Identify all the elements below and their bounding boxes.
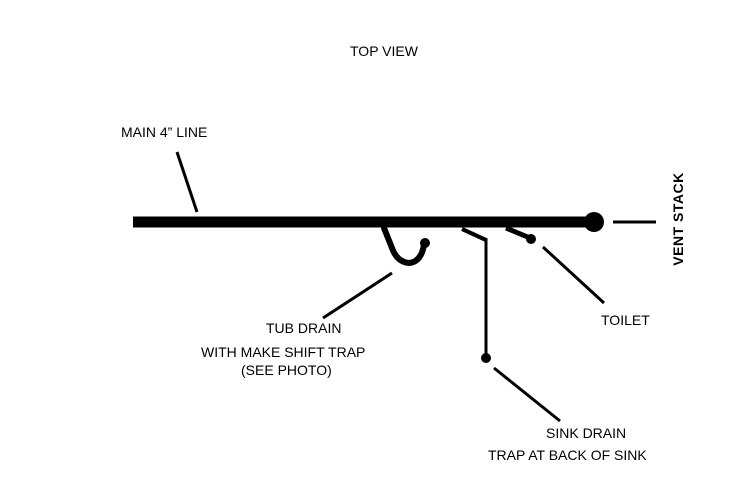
tub-photo-note: (SEE PHOTO) <box>241 362 332 378</box>
sink-drain-label: SINK DRAIN <box>546 425 627 441</box>
tub-trap-end <box>420 238 430 248</box>
tub-trap <box>381 225 427 266</box>
vent-stack-cap <box>584 212 604 232</box>
toilet-leader <box>541 245 606 305</box>
sink-drain-leader <box>493 366 561 423</box>
toilet-branch <box>505 225 531 241</box>
toilet-branch-end <box>526 234 536 244</box>
toilet-label: TOILET <box>601 312 650 328</box>
vent-stack-label: VENT STACK <box>670 172 686 266</box>
tub-drain-label: TUB DRAIN <box>266 320 342 336</box>
sink-drain-end <box>481 353 491 363</box>
main-line-label: MAIN 4” LINE <box>121 124 208 140</box>
sink-trap-note: TRAP AT BACK OF SINK <box>488 447 647 463</box>
diagram-title: TOP VIEW <box>350 43 418 59</box>
sink-drain-branch <box>461 227 487 242</box>
tub-trap-note: WITH MAKE SHIFT TRAP <box>201 344 366 360</box>
main-line-leader <box>175 151 199 213</box>
tub-drain-leader <box>322 271 393 320</box>
